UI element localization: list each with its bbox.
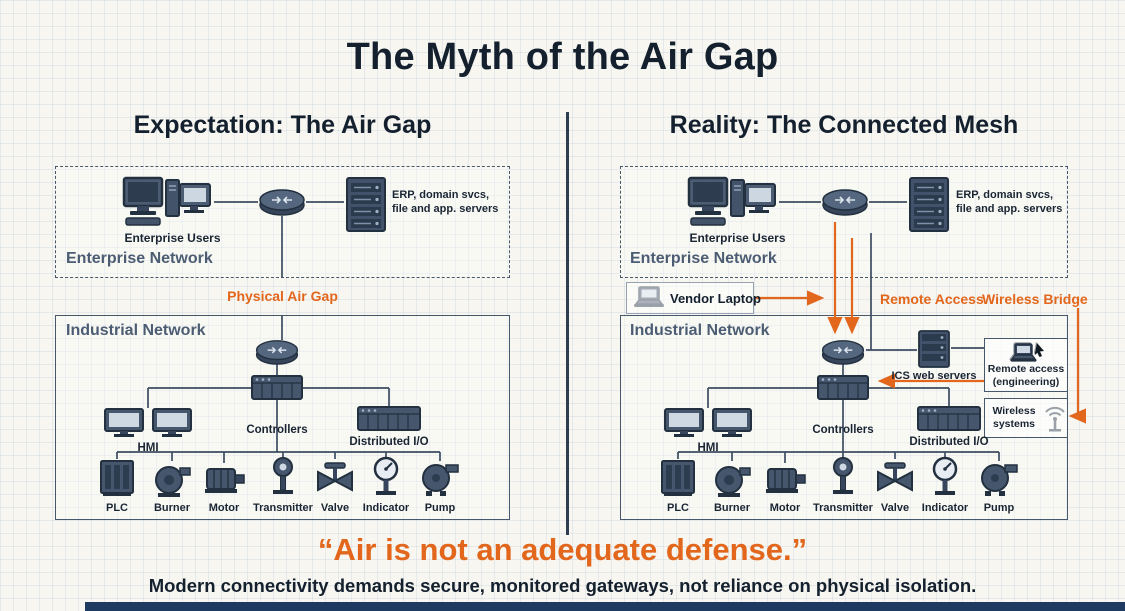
remote-access-laptop-cursor-icon [1010,343,1044,362]
distributed-io-rack-icon [357,406,421,431]
valve-icon [317,462,353,492]
transmitter-icon [833,457,853,494]
device-label-valve: Valve [880,502,910,514]
right-distributed-io-label: Distributed I/O [909,436,989,448]
device-label-pump: Pump [983,502,1015,514]
left-controllers-label: Controllers [246,424,308,436]
right-controllers-label: Controllers [812,424,874,436]
wireless-systems-label: Wireless systems [992,405,1036,430]
industrial-switch-icon [821,340,865,365]
pump-icon [981,464,1018,496]
device-label-valve: Valve [320,502,350,514]
hmi-monitors-icon [664,408,752,437]
vendor-laptop-label: Vendor Laptop [670,291,761,306]
burner-icon [155,466,191,497]
motor-icon [205,468,245,493]
erp-server-icon [346,177,386,232]
remote-access-engineering-label: Remote access (engineering) [987,363,1065,388]
distributed-io-rack-icon [917,406,981,431]
enterprise-users-computers-icon [687,176,776,226]
device-label-plc: PLC [106,502,128,514]
device-label-motor: Motor [208,502,240,514]
industrial-switch-icon [255,340,299,365]
valve-icon [877,462,913,492]
ics-web-server-icon [918,330,950,368]
left-panel-heading: Expectation: The Air Gap [133,111,432,139]
footer-quote: “Air is not an adequate defense.” [317,532,808,567]
panel-divider [566,112,569,535]
left-enterprise-users-label: Enterprise Users [124,231,221,245]
enterprise-users-computers-icon [122,176,211,226]
burner-icon [715,466,751,497]
vendor-laptop-box [626,282,754,314]
device-label-indicator: Indicator [921,502,969,514]
right-industrial-network-label: Industrial Network [630,322,770,339]
footer-subtitle: Modern connectivity demands secure, moni… [148,575,977,596]
device-label-motor: Motor [769,502,801,514]
transmitter-icon [273,457,293,494]
remote-access-label: Remote Access [880,291,984,307]
left-distributed-io-label: Distributed I/O [349,436,429,448]
device-label-indicator: Indicator [362,502,410,514]
indicator-gauge-icon [373,456,399,495]
device-label-burner: Burner [153,502,191,514]
ics-web-servers-label: ICS web servers [891,370,977,382]
device-label-burner: Burner [713,502,751,514]
device-label-transmitter: Transmitter [253,502,313,514]
right-hmi-label: HMI [697,442,719,454]
enterprise-router-icon [259,189,305,216]
enterprise-router-icon [822,189,868,216]
device-label-plc: PLC [667,502,689,514]
erp-server-icon [909,177,949,232]
motor-icon [766,468,806,493]
indicator-gauge-icon [932,456,958,495]
wireless-systems-box [984,398,1068,438]
device-label-transmitter: Transmitter [813,502,873,514]
left-industrial-network-label: Industrial Network [66,322,206,339]
bottom-accent-bar [85,602,1125,611]
left-hmi-label: HMI [137,442,159,454]
left-enterprise-network-label: Enterprise Network [66,250,213,267]
plc-icon [661,460,695,496]
right-panel-heading: Reality: The Connected Mesh [669,111,1019,139]
wireless-bridge-label: Wireless Bridge [982,291,1088,307]
controllers-rack-icon [817,375,869,400]
right-erp-servers-label: ERP, domain svcs, file and app. servers [956,189,1063,216]
left-erp-servers-label: ERP, domain svcs, file and app. servers [392,189,499,216]
physical-air-gap-label: Physical Air Gap [227,288,338,304]
right-enterprise-network-label: Enterprise Network [630,250,777,267]
controllers-rack-icon [251,375,303,400]
pump-icon [422,464,459,496]
page-title: The Myth of the Air Gap [346,36,779,78]
plc-icon [100,460,134,496]
device-label-pump: Pump [424,502,456,514]
right-enterprise-users-label: Enterprise Users [689,231,786,245]
hmi-monitors-icon [104,408,192,437]
